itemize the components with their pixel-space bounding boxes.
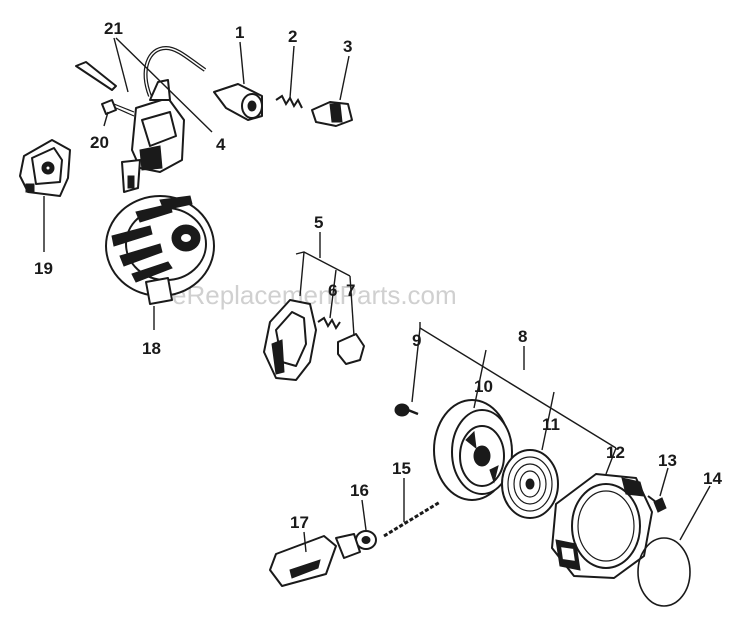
clutch-5-part bbox=[263, 299, 317, 381]
callout-labels: 1 2 3 4 5 6 7 8 9 10 11 12 13 14 15 16 1… bbox=[34, 19, 722, 532]
callout-1: 1 bbox=[235, 23, 244, 42]
pulley-10-part bbox=[433, 399, 513, 501]
callout-12: 12 bbox=[606, 443, 625, 462]
handle-17-part bbox=[269, 533, 361, 587]
screw-13-part bbox=[647, 495, 667, 513]
recoil-spring-11-part bbox=[501, 449, 559, 519]
callout-5: 5 bbox=[314, 213, 323, 232]
callout-21: 21 bbox=[104, 19, 123, 38]
callout-16: 16 bbox=[350, 481, 369, 500]
ignition-coil-part bbox=[75, 46, 207, 193]
callout-7: 7 bbox=[346, 281, 355, 300]
flywheel-18-part bbox=[105, 195, 215, 305]
callout-18: 18 bbox=[142, 339, 161, 358]
callout-10: 10 bbox=[474, 377, 493, 396]
callout-4: 4 bbox=[216, 135, 226, 154]
callout-15: 15 bbox=[392, 459, 411, 478]
callout-11: 11 bbox=[542, 415, 560, 434]
o-ring-14-part bbox=[637, 537, 691, 607]
callout-2: 2 bbox=[288, 27, 297, 46]
rope-15-part bbox=[383, 500, 441, 538]
watermark: eReplacementParts.com bbox=[172, 280, 457, 310]
callout-3: 3 bbox=[343, 37, 352, 56]
callout-8: 8 bbox=[518, 327, 527, 346]
plug-cap-1-part bbox=[213, 83, 263, 121]
callout-20: 20 bbox=[90, 133, 109, 152]
plate-19-part bbox=[19, 139, 71, 197]
shoe-7-part bbox=[337, 333, 365, 365]
callout-9: 9 bbox=[412, 331, 421, 350]
leader-lines bbox=[43, 37, 711, 553]
bolt-9-part bbox=[394, 403, 419, 417]
terminal-3-part bbox=[311, 101, 353, 127]
callout-19: 19 bbox=[34, 259, 53, 278]
screw-20-part bbox=[101, 99, 135, 117]
callout-17: 17 bbox=[290, 513, 309, 532]
spring-2-part bbox=[275, 94, 303, 109]
spring-6-part bbox=[317, 316, 341, 330]
starter-housing-12-part bbox=[551, 473, 653, 579]
callout-13: 13 bbox=[658, 451, 677, 470]
callout-14: 14 bbox=[703, 469, 722, 488]
callout-6: 6 bbox=[328, 281, 337, 300]
